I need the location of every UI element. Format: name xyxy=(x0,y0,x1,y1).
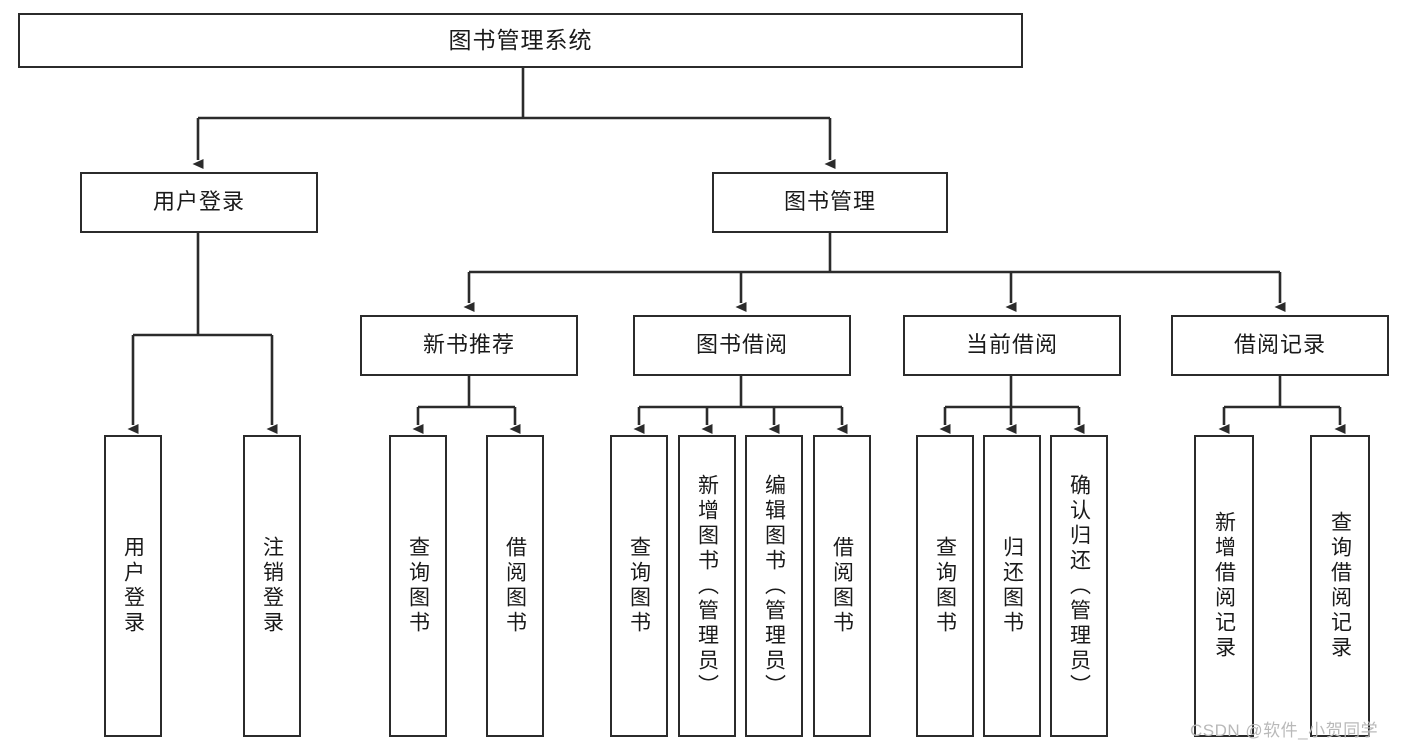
node-label: 新书推荐 xyxy=(422,332,515,358)
leaf-edit-book[interactable]: 编辑图书（管理员） xyxy=(745,435,803,737)
node-label: 新增图书（管理员） xyxy=(695,473,719,699)
leaf-return-book[interactable]: 归还图书 xyxy=(983,435,1041,737)
node-label: 用户登录 xyxy=(152,189,245,215)
node-current-borrow[interactable]: 当前借阅 xyxy=(903,315,1121,376)
leaf-query-book-1[interactable]: 查询图书 xyxy=(389,435,447,737)
node-label: 注销登录 xyxy=(260,536,284,636)
node-label: 借阅记录 xyxy=(1233,332,1326,358)
leaf-logout[interactable]: 注销登录 xyxy=(243,435,301,737)
node-label: 编辑图书（管理员） xyxy=(762,473,786,699)
leaf-query-book-2[interactable]: 查询图书 xyxy=(610,435,668,737)
leaf-add-book[interactable]: 新增图书（管理员） xyxy=(678,435,736,737)
node-new-book-recommend[interactable]: 新书推荐 xyxy=(360,315,578,376)
node-label: 图书管理 xyxy=(783,189,876,215)
leaf-borrow-book-1[interactable]: 借阅图书 xyxy=(486,435,544,737)
node-book-manage[interactable]: 图书管理 xyxy=(712,172,948,233)
node-borrow-record[interactable]: 借阅记录 xyxy=(1171,315,1389,376)
node-label: 当前借阅 xyxy=(965,332,1058,358)
leaf-borrow-book-2[interactable]: 借阅图书 xyxy=(813,435,871,737)
leaf-add-record[interactable]: 新增借阅记录 xyxy=(1194,435,1254,737)
node-label: 用户登录 xyxy=(121,536,145,636)
leaf-query-book-3[interactable]: 查询图书 xyxy=(916,435,974,737)
node-root-book-management-system[interactable]: 图书管理系统 xyxy=(18,13,1023,68)
node-label: 查询图书 xyxy=(406,536,430,636)
node-label: 图书借阅 xyxy=(695,332,788,358)
leaf-confirm-return[interactable]: 确认归还（管理员） xyxy=(1050,435,1108,737)
node-label: 新增借阅记录 xyxy=(1212,511,1236,661)
node-label: 图书管理系统 xyxy=(448,26,593,53)
node-label: 归还图书 xyxy=(1000,536,1024,636)
node-label: 确认归还（管理员） xyxy=(1067,473,1091,699)
node-user-login[interactable]: 用户登录 xyxy=(80,172,318,233)
csdn-watermark: CSDN @软件_小贺同学 xyxy=(1190,721,1379,740)
node-label: 查询图书 xyxy=(933,536,957,636)
node-label: 借阅图书 xyxy=(830,536,854,636)
leaf-user-login[interactable]: 用户登录 xyxy=(104,435,162,737)
node-book-borrow[interactable]: 图书借阅 xyxy=(633,315,851,376)
node-label: 查询图书 xyxy=(627,536,651,636)
node-label: 借阅图书 xyxy=(503,536,527,636)
leaf-query-record[interactable]: 查询借阅记录 xyxy=(1310,435,1370,737)
node-label: 查询借阅记录 xyxy=(1328,511,1352,661)
